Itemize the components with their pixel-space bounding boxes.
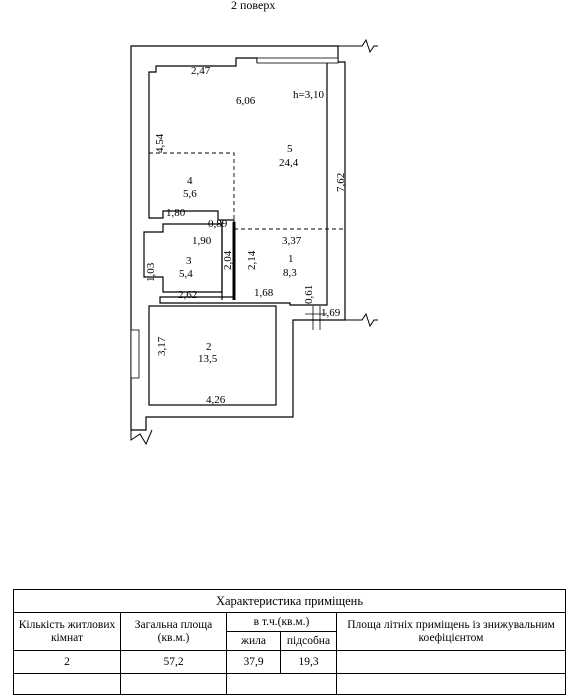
dim-label: 2,04 bbox=[222, 250, 234, 270]
room-number: 4 bbox=[187, 175, 193, 187]
room-area: 24,4 bbox=[279, 157, 299, 169]
dim-label: 1,68 bbox=[254, 287, 274, 299]
room-number: 1 bbox=[288, 253, 294, 265]
header-summer-area: Площа літніх приміщень із знижувальним к… bbox=[335, 612, 567, 651]
dim-label: 2,47 bbox=[191, 65, 211, 77]
dim-label: 3,17 bbox=[156, 336, 168, 356]
window bbox=[256, 57, 339, 64]
dim-label: 3,37 bbox=[282, 235, 302, 247]
value-auxiliary: 19,3 bbox=[280, 650, 337, 674]
ceiling-height: h=3,10 bbox=[293, 89, 324, 101]
dim-label: 7,62 bbox=[335, 173, 347, 192]
room-number: 5 bbox=[287, 143, 293, 155]
break-mark bbox=[338, 38, 378, 54]
dim-label: 2,62 bbox=[178, 289, 197, 301]
empty-cell bbox=[335, 673, 567, 695]
value-living: 37,9 bbox=[226, 650, 281, 674]
dim-label: 1,80 bbox=[166, 207, 186, 219]
floor-label: 2 поверх bbox=[231, 0, 276, 12]
room-3-outline bbox=[143, 223, 223, 293]
dim-label: 6,06 bbox=[236, 95, 256, 107]
room-number: 3 bbox=[186, 255, 192, 267]
room-area: 5,6 bbox=[183, 188, 197, 200]
dim-label: 1,90 bbox=[192, 235, 212, 247]
value-total-area: 57,2 bbox=[120, 650, 227, 674]
header-total-area: Загальна площа (кв.м.) bbox=[120, 612, 227, 651]
value-summer-area bbox=[335, 650, 567, 674]
dim-label: 2,14 bbox=[246, 250, 258, 270]
room-characteristics-table: Характеристика приміщень Кількість житло… bbox=[12, 589, 567, 695]
zone-line bbox=[149, 152, 235, 220]
dim-label: 4,54 bbox=[154, 133, 166, 153]
header-including: в т.ч.(кв.м.) bbox=[226, 612, 337, 632]
header-rooms: Кількість житлових кімнат bbox=[13, 612, 121, 651]
value-rooms: 2 bbox=[13, 650, 121, 674]
dim-label: 4,26 bbox=[206, 394, 226, 406]
table-title: Характеристика приміщень bbox=[12, 589, 567, 613]
empty-cell bbox=[226, 673, 337, 695]
dim-label: 0,89 bbox=[208, 218, 228, 230]
room-2-outline bbox=[148, 305, 277, 406]
dim-label: 0,61 bbox=[303, 285, 315, 304]
room-number: 2 bbox=[206, 341, 212, 353]
dim-label: 1,03 bbox=[145, 262, 157, 282]
header-auxiliary: підсобна bbox=[280, 631, 337, 651]
break-mark bbox=[345, 312, 378, 328]
header-living: жила bbox=[226, 631, 281, 651]
dim-label: 1,69 bbox=[321, 307, 341, 319]
room-area: 8,3 bbox=[283, 267, 297, 279]
break-mark bbox=[130, 429, 153, 446]
room-area: 5,4 bbox=[179, 268, 193, 280]
window bbox=[130, 329, 140, 379]
empty-cell bbox=[13, 673, 121, 695]
empty-cell bbox=[120, 673, 227, 695]
room-area: 13,5 bbox=[198, 353, 218, 365]
floor-plan: 2,47 6,06 h=3,10 4,54 5 24,4 4 5,6 7,62 … bbox=[130, 38, 378, 446]
